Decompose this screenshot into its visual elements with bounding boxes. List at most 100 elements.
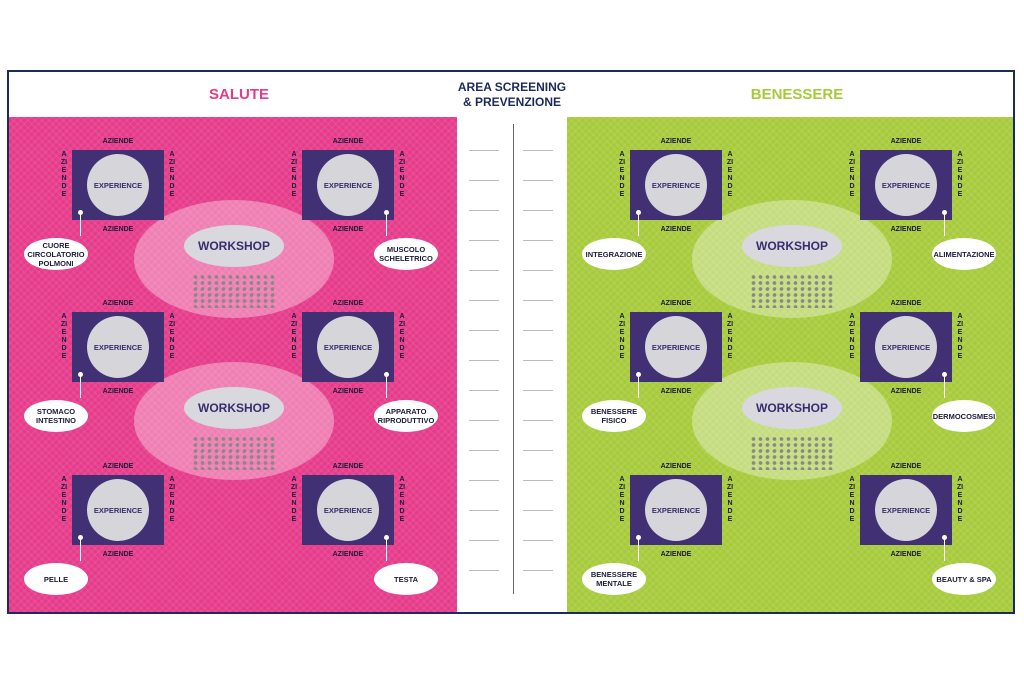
aziende-label-top: AZIENDE [660, 138, 692, 145]
benessere-topic-label: INTEGRAZIONE [582, 238, 646, 270]
aziende-label-left: AZIENDE [290, 313, 298, 360]
connector-dot [78, 210, 83, 215]
screening-slot [469, 510, 499, 511]
salute-workshop-label: WORKSHOP [184, 387, 284, 429]
salute-topic-label: APPARATO RIPRODUTTIVO [374, 400, 438, 432]
experience-label: EXPERIENCE [87, 479, 149, 541]
connector-dot [384, 535, 389, 540]
experience-label: EXPERIENCE [875, 154, 937, 216]
salute-workshop-label: WORKSHOP [184, 225, 284, 267]
experience-label: EXPERIENCE [875, 479, 937, 541]
experience-label: EXPERIENCE [875, 316, 937, 378]
aziende-label-top: AZIENDE [332, 463, 364, 470]
screening-slot [469, 570, 499, 571]
salute-experience-booth: EXPERIENCE [302, 312, 394, 382]
connector [638, 537, 639, 561]
screening-slot [523, 510, 553, 511]
connector-dot [636, 210, 641, 215]
benessere-topic-label: BENESSERE FISICO [582, 400, 646, 432]
salute-topic-label: PELLE [24, 563, 88, 595]
aziende-label-bottom: AZIENDE [890, 551, 922, 558]
benessere-topic-label: BENESSERE MENTALE [582, 563, 646, 595]
screening-slot [469, 360, 499, 361]
benessere-workshop-label: WORKSHOP [742, 387, 842, 429]
salute-topic-label: MUSCOLO SCHELETRICO [374, 238, 438, 270]
aziende-label-right: AZIENDE [168, 313, 176, 360]
screening-slot [469, 240, 499, 241]
aziende-label-right: AZIENDE [726, 313, 734, 360]
aziende-label-top: AZIENDE [102, 463, 134, 470]
salute-experience-booth: EXPERIENCE [72, 150, 164, 220]
aziende-label-left: AZIENDE [60, 476, 68, 523]
benessere-topic-label: DERMOCOSMESI [932, 400, 996, 432]
screening-slot [523, 180, 553, 181]
screening-slot [469, 420, 499, 421]
screening-slot [523, 390, 553, 391]
salute-topic-label: TESTA [374, 563, 438, 595]
screening-slot [469, 390, 499, 391]
floor-plan: SALUTE AREA SCREENING & PREVENZIONE BENE… [7, 70, 1015, 614]
screening-slot [469, 210, 499, 211]
connector-dot [636, 372, 641, 377]
connector [80, 374, 81, 398]
aziende-label-right: AZIENDE [956, 313, 964, 360]
aziende-label-right: AZIENDE [168, 476, 176, 523]
aziende-label-right: AZIENDE [956, 476, 964, 523]
aziende-label-left: AZIENDE [848, 313, 856, 360]
aziende-label-bottom: AZIENDE [102, 551, 134, 558]
aziende-label-left: AZIENDE [618, 313, 626, 360]
benessere-experience-booth: EXPERIENCE [860, 150, 952, 220]
aziende-label-right: AZIENDE [726, 151, 734, 198]
connector-dot [78, 535, 83, 540]
screening-slot [469, 150, 499, 151]
experience-label: EXPERIENCE [87, 154, 149, 216]
aziende-label-left: AZIENDE [290, 476, 298, 523]
aziende-label-bottom: AZIENDE [660, 388, 692, 395]
connector [386, 212, 387, 236]
benessere-topic-label: ALIMENTAZIONE [932, 238, 996, 270]
screening-slot [469, 450, 499, 451]
aziende-label-right: AZIENDE [398, 151, 406, 198]
connector-dot [384, 210, 389, 215]
screening-slot [523, 540, 553, 541]
connector [80, 537, 81, 561]
aziende-label-bottom: AZIENDE [332, 226, 364, 233]
screening-slot [523, 300, 553, 301]
connector [944, 212, 945, 236]
experience-label: EXPERIENCE [317, 154, 379, 216]
salute-experience-booth: EXPERIENCE [72, 312, 164, 382]
salute-topic-label: STOMACO INTESTINO [24, 400, 88, 432]
aziende-label-left: AZIENDE [848, 151, 856, 198]
screening-slot [469, 480, 499, 481]
screening-slot [523, 270, 553, 271]
connector-dot [636, 535, 641, 540]
screening-slot [469, 300, 499, 301]
aziende-label-top: AZIENDE [102, 300, 134, 307]
aziende-label-bottom: AZIENDE [332, 551, 364, 558]
experience-label: EXPERIENCE [645, 154, 707, 216]
connector [386, 374, 387, 398]
aziende-label-right: AZIENDE [398, 476, 406, 523]
benessere-title: BENESSERE [750, 86, 844, 103]
screening-slot [469, 270, 499, 271]
aziende-label-right: AZIENDE [398, 313, 406, 360]
screening-title-line2: & PREVENZIONE [462, 95, 561, 109]
screening-slot [469, 180, 499, 181]
connector-dot [384, 372, 389, 377]
screening-slot [523, 210, 553, 211]
connector [944, 374, 945, 398]
screening-title: AREA SCREENING & PREVENZIONE [456, 80, 568, 110]
benessere-workshop-seating [750, 274, 834, 308]
salute-workshop-seating [192, 274, 276, 308]
aziende-label-top: AZIENDE [660, 463, 692, 470]
experience-label: EXPERIENCE [317, 316, 379, 378]
screening-slot [523, 330, 553, 331]
benessere-experience-booth: EXPERIENCE [860, 475, 952, 545]
aziende-label-top: AZIENDE [890, 463, 922, 470]
benessere-topic-label: BEAUTY & SPA [932, 563, 996, 595]
aziende-label-top: AZIENDE [890, 300, 922, 307]
screening-slot [523, 360, 553, 361]
aziende-label-bottom: AZIENDE [660, 551, 692, 558]
experience-label: EXPERIENCE [87, 316, 149, 378]
aziende-label-left: AZIENDE [60, 151, 68, 198]
